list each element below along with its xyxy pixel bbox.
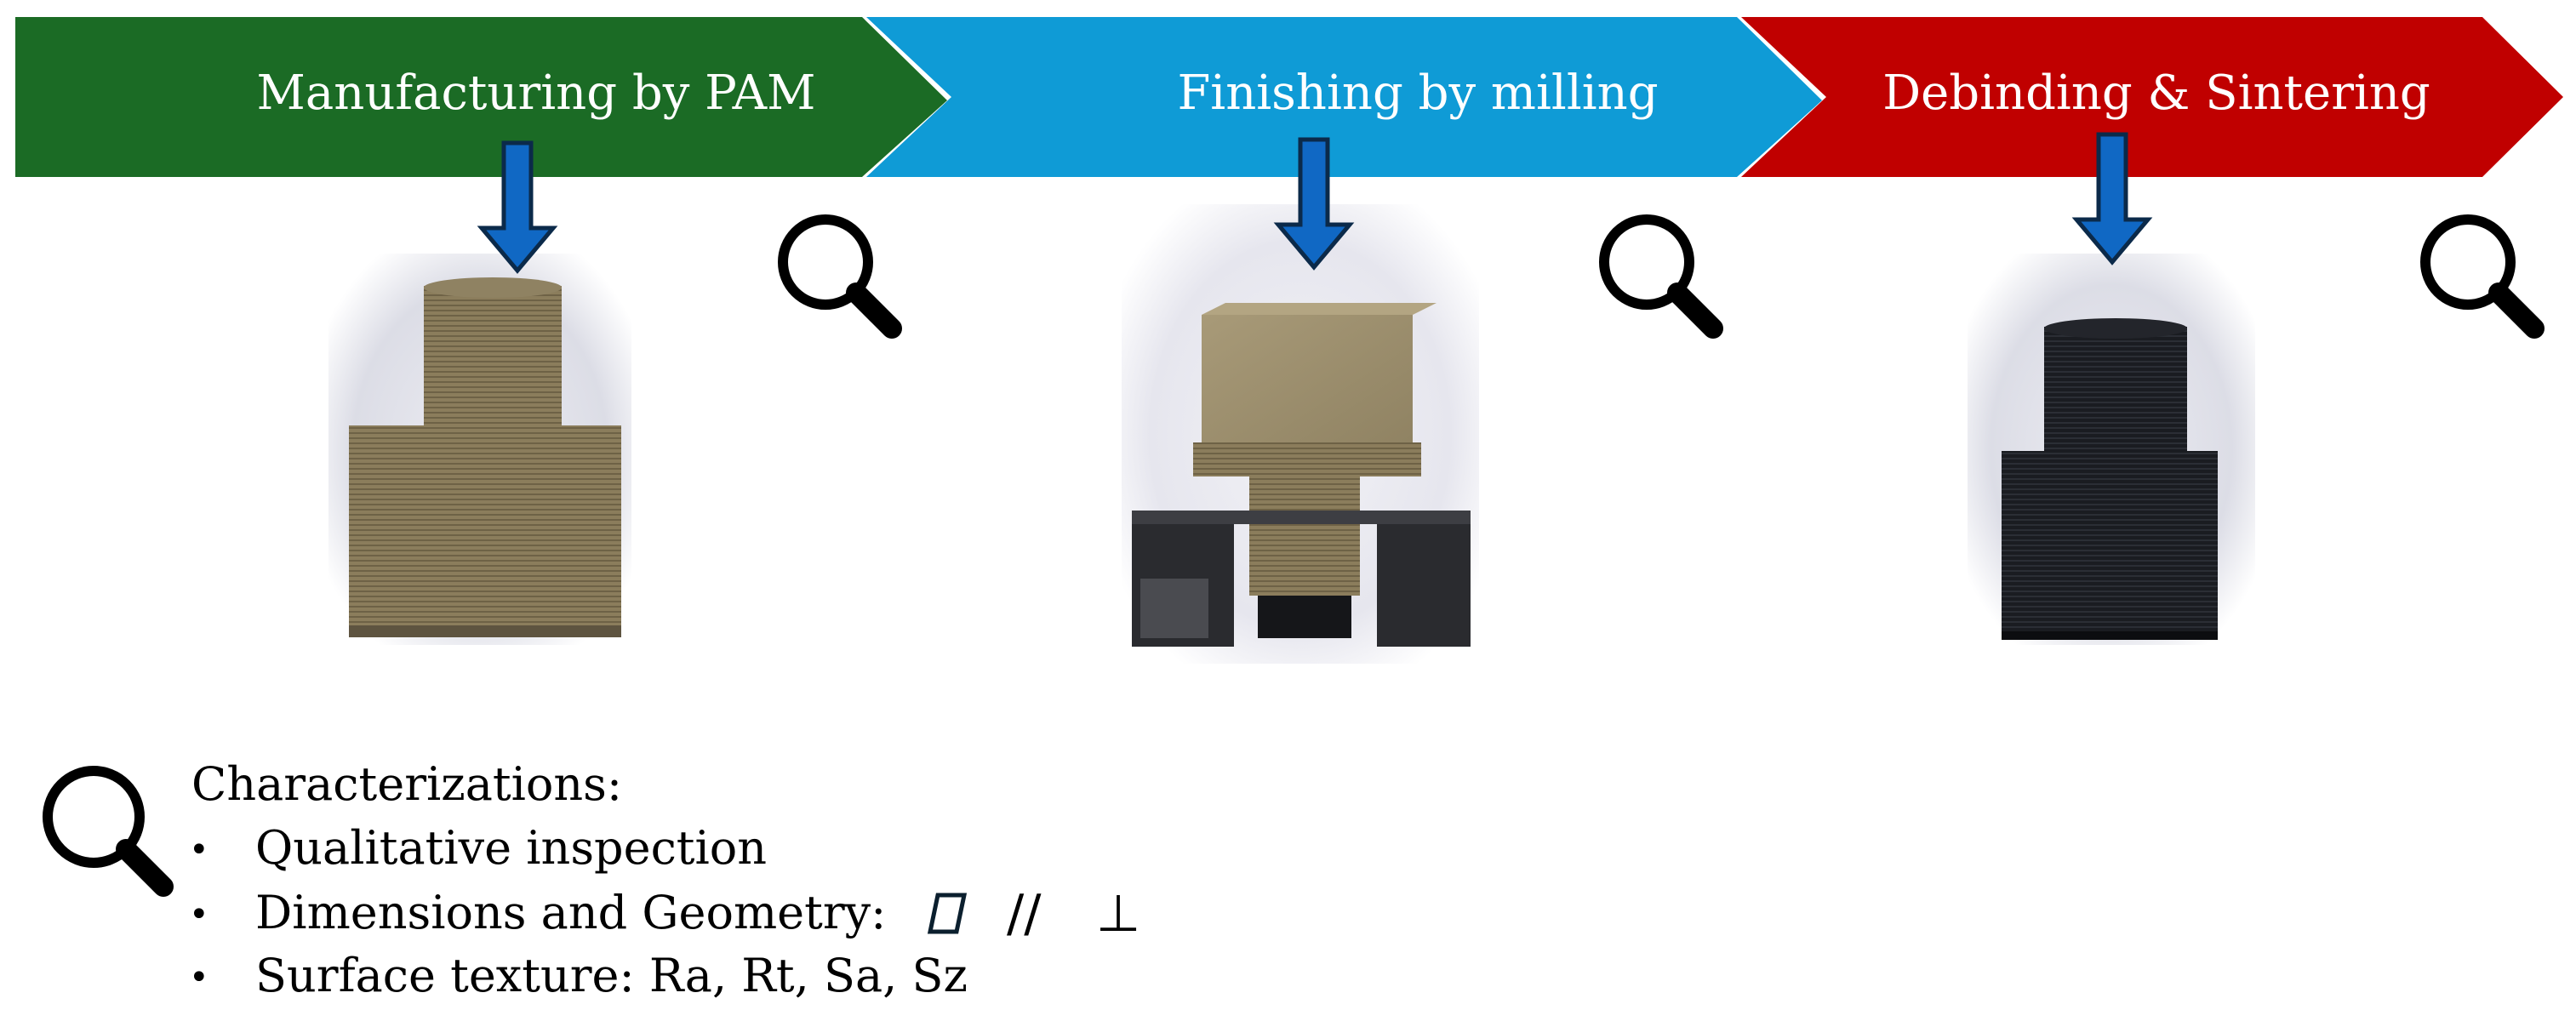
stage-3-chevron: Debinding & Sintering xyxy=(1741,17,2563,177)
perpendicularity-icon: ⊥ xyxy=(1096,884,1140,944)
stage-1-label: Manufacturing by PAM xyxy=(257,66,816,121)
bullet-icon: • xyxy=(189,895,209,934)
legend-title: Characterizations: xyxy=(191,757,622,811)
parallelism-icon: // xyxy=(1007,884,1042,944)
magnifier-icon xyxy=(1599,214,1723,339)
bullet-icon: • xyxy=(189,958,209,997)
flatness-icon xyxy=(927,893,968,934)
photo-milled-part xyxy=(1122,204,1479,664)
legend-item-2: Dimensions and Geometry: xyxy=(255,886,886,939)
magnifier-icon xyxy=(2420,214,2545,339)
magnifier-icon xyxy=(778,214,902,339)
stage-1-chevron: Manufacturing by PAM xyxy=(15,17,947,177)
stage-2-label: Finishing by milling xyxy=(1177,66,1658,121)
legend: Characterizations: • Qualitative inspect… xyxy=(43,757,1140,1002)
photo-sintered-part xyxy=(1968,254,2255,645)
bullet-icon: • xyxy=(189,830,209,870)
down-arrow-3 xyxy=(2071,132,2153,265)
legend-item-3: Surface texture: Ra, Rt, Sa, Sz xyxy=(255,949,968,1002)
legend-item-1: Qualitative inspection xyxy=(255,821,767,875)
down-arrow-2 xyxy=(1273,137,1355,271)
photo-green-part xyxy=(328,254,631,645)
stage-2-chevron: Finishing by milling xyxy=(866,17,1822,177)
down-arrow-1 xyxy=(477,140,558,274)
magnifier-icon xyxy=(43,766,174,897)
stage-3-label: Debinding & Sintering xyxy=(1882,66,2430,121)
